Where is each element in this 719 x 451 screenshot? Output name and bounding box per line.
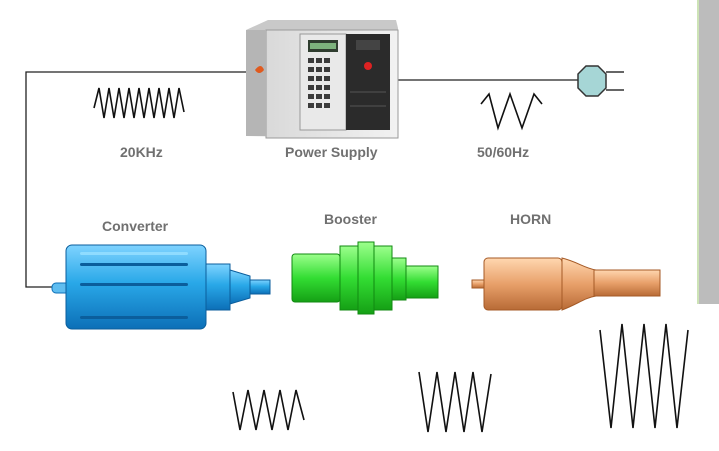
waveform-20khz: [93, 87, 185, 119]
waveform-horn-output: [599, 323, 689, 429]
waveform-mains: [480, 91, 543, 131]
power-supply-unit-icon: [246, 20, 399, 139]
waveforms: [93, 87, 689, 433]
side-panel: [697, 0, 719, 304]
converter-cable: [25, 71, 246, 288]
power-supply-label: Power Supply: [285, 144, 378, 160]
mains-label: 50/60Hz: [477, 144, 530, 160]
horn-icon: [471, 257, 661, 311]
booster-icon: [291, 241, 439, 315]
booster-label: Booster: [324, 211, 377, 227]
waveform-booster-output: [418, 371, 492, 433]
waveform-converter-output: [232, 389, 305, 431]
frequency-label: 20KHz: [120, 144, 163, 160]
converter-label: Converter: [102, 218, 169, 234]
plug-icon: [577, 65, 624, 97]
horn-label: HORN: [510, 211, 552, 227]
converter-icon: [51, 244, 271, 330]
connection-wires: [25, 71, 578, 288]
